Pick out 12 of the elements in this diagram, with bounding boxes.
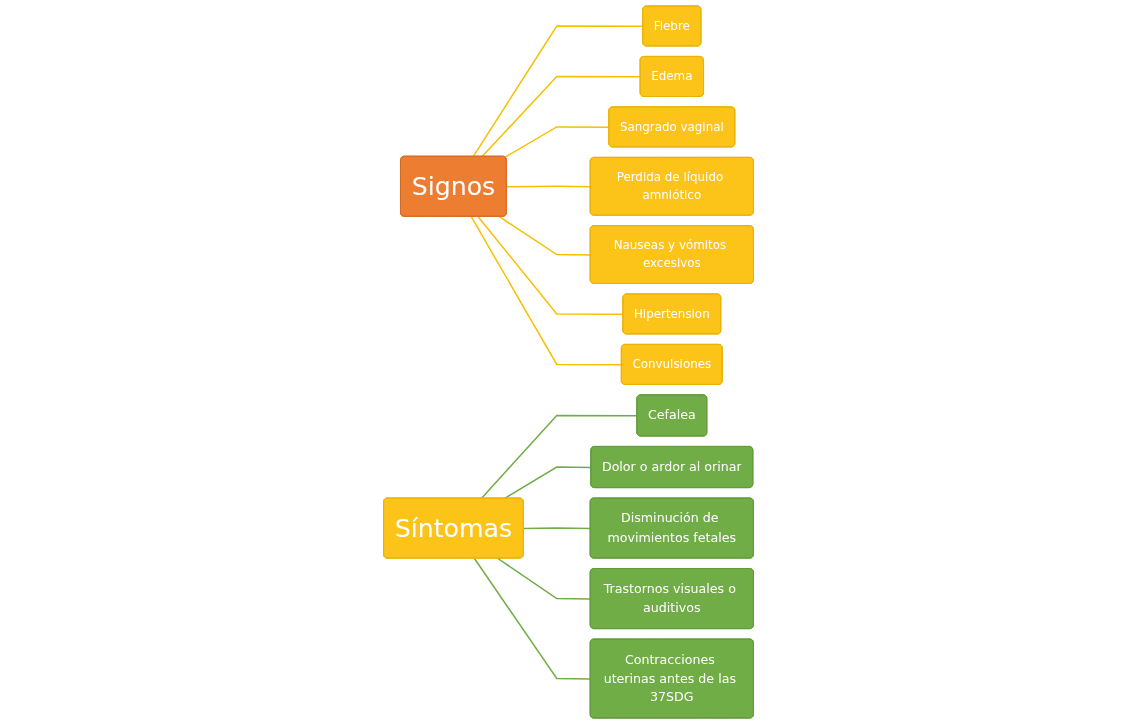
- connector: [523, 527, 592, 530]
- connector: [497, 557, 592, 600]
- connector: [503, 466, 592, 500]
- connector: [477, 216, 624, 316]
- connector: [481, 75, 642, 158]
- connector: [473, 557, 592, 680]
- connector: [498, 216, 592, 256]
- connector: [470, 216, 623, 366]
- connector: [504, 126, 610, 158]
- connector: [472, 25, 644, 158]
- connector: [506, 185, 592, 188]
- connector: [480, 414, 638, 500]
